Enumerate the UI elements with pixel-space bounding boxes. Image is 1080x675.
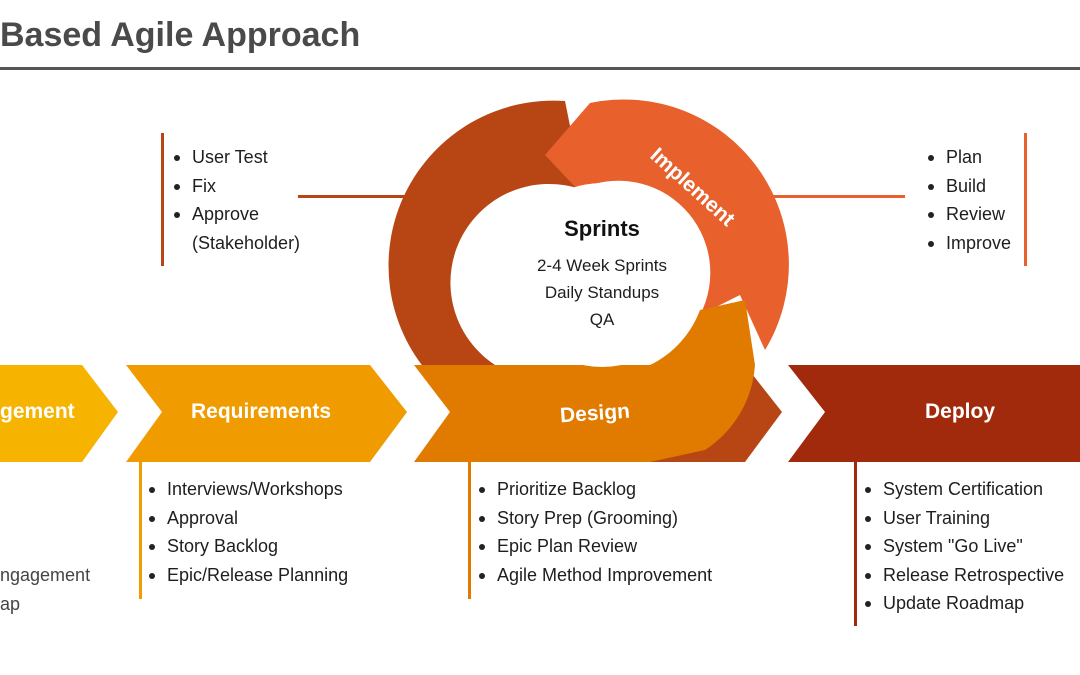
design-list-bar [468, 462, 471, 599]
deploy-list-bar [854, 462, 857, 626]
list-item: User Training [859, 504, 1064, 533]
list-item: Agile Method Improvement [473, 561, 712, 590]
sprints-title: Sprints [564, 216, 640, 241]
requirements-list: Interviews/Workshops Approval Story Back… [143, 475, 348, 589]
list-item-continuation: (Stakeholder) [192, 232, 301, 253]
list-item: Prioritize Backlog [473, 475, 712, 504]
engagement-label: gement [0, 400, 75, 423]
implement-list: Plan Build Review Improve [922, 143, 1011, 257]
test-arc [388, 100, 583, 375]
sprints-line: Daily Standups [544, 283, 660, 302]
list-item: Epic/Release Planning [143, 561, 348, 590]
list-item: ap [0, 593, 21, 614]
list-item: System "Go Live" [859, 532, 1064, 561]
implement-connector-line [760, 195, 905, 198]
list-item: Interviews/Workshops [143, 475, 348, 504]
list-item: System Certification [859, 475, 1064, 504]
deploy-label: Deploy [925, 400, 996, 423]
list-item: Fix [168, 172, 300, 201]
sprints-line: QA [589, 310, 615, 329]
design-label: Design [559, 399, 631, 428]
list-item: Plan [922, 143, 1011, 172]
list-item: Story Prep (Grooming) [473, 504, 712, 533]
deploy-chevron [788, 365, 1080, 462]
engagement-list: ngagement ap [0, 561, 90, 618]
requirements-label: Requirements [191, 400, 332, 423]
implement-list-bar [1024, 133, 1027, 266]
test-list: User Test Fix Approve (Stakeholder) [168, 143, 300, 257]
deploy-list: System Certification User Training Syste… [859, 475, 1064, 618]
list-item: Release Retrospective [859, 561, 1064, 590]
engagement-chevron [0, 365, 118, 462]
list-item: Epic Plan Review [473, 532, 712, 561]
list-item: Approve [168, 200, 300, 229]
list-item: Update Roadmap [859, 589, 1064, 618]
list-item: Approval [143, 504, 348, 533]
list-item: Review [922, 200, 1011, 229]
design-list: Prioritize Backlog Story Prep (Grooming)… [473, 475, 712, 589]
list-item: Story Backlog [143, 532, 348, 561]
list-item: User Test [168, 143, 300, 172]
requirements-list-bar [139, 462, 142, 599]
sprints-center: Sprints 2-4 Week Sprints Daily Standups … [522, 214, 682, 333]
design-chevron [414, 300, 755, 462]
page-title: Based Agile Approach [0, 16, 361, 54]
list-item: Build [922, 172, 1011, 201]
implement-arc [545, 99, 789, 350]
sprints-line: 2-4 Week Sprints [536, 256, 668, 275]
requirements-chevron [126, 365, 407, 462]
test-connector-line [298, 195, 440, 198]
list-item: ngagement [0, 565, 91, 585]
title-divider [0, 67, 1080, 70]
sprints-circle [510, 183, 694, 367]
test-list-bar [161, 133, 164, 266]
list-item: (Stakeholder) [168, 229, 300, 258]
list-item: Improve [922, 229, 1011, 258]
